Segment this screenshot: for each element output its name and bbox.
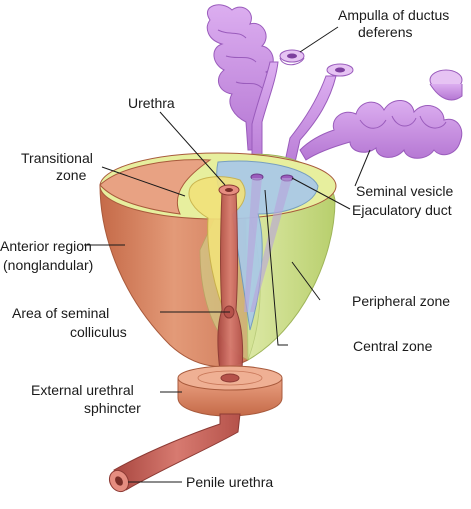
label-central-zone: Central zone — [353, 338, 433, 354]
right-ampulla — [281, 63, 354, 177]
label-anterior-region: Anterior region(nonglandular) — [0, 238, 93, 273]
leader-lines — [84, 26, 371, 483]
penile-urethra — [108, 413, 241, 493]
label-peripheral-zone: Peripheral zone — [352, 293, 450, 309]
right-seminal-vesicle — [299, 69, 463, 161]
ejaculatory-ducts — [244, 173, 294, 312]
left-seminal-vesicle — [206, 4, 274, 151]
label-seminal-vesicle: Seminal vesicle — [356, 183, 453, 199]
label-urethra: Urethra — [128, 95, 175, 111]
label-ejaculatory-duct: Ejaculatory duct — [352, 202, 452, 218]
external-urethral-sphincter — [177, 365, 283, 417]
left-ampulla — [251, 49, 305, 176]
label-penile-urethra: Penile urethra — [186, 474, 273, 490]
